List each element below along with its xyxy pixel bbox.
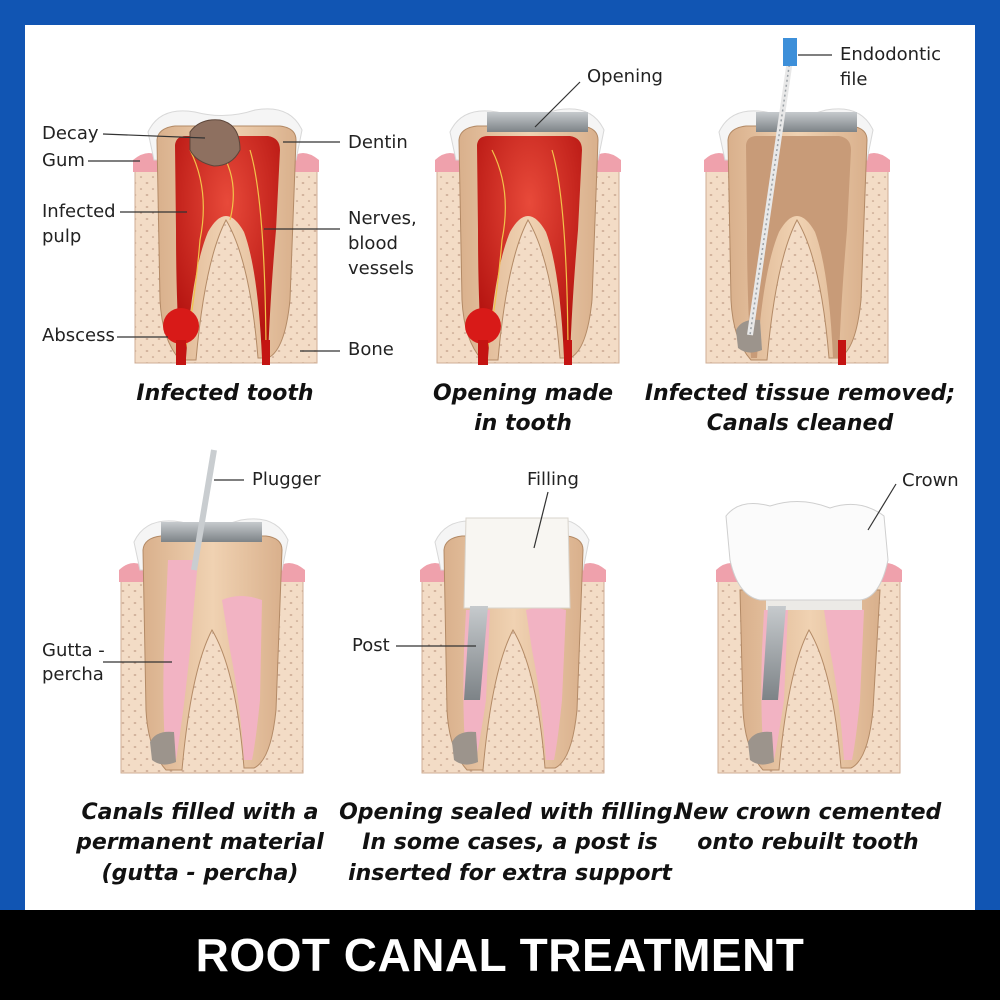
decay bbox=[189, 119, 241, 167]
caption-panel-2-line-2: in tooth bbox=[474, 411, 572, 436]
label-bone: Bone bbox=[348, 339, 394, 360]
caption-panel-5-line-1: Opening sealed with filling. bbox=[339, 800, 681, 825]
label-gutta-percha-2: percha bbox=[42, 664, 104, 685]
panel-canals-filled: Plugger Gutta - percha Canals filled wit… bbox=[42, 449, 324, 886]
label-decay: Decay bbox=[42, 123, 99, 144]
caption-panel-3-line-2: Canals cleaned bbox=[707, 411, 894, 436]
label-nerves-3: vessels bbox=[348, 258, 414, 279]
abscess bbox=[163, 308, 199, 344]
caption-panel-4-line-3: (gutta - percha) bbox=[102, 861, 299, 886]
caption-panel-1-line-1: Infected tooth bbox=[136, 381, 313, 406]
root-canal-diagram: Decay Gum Infected pulp Abscess Dentin N… bbox=[42, 38, 959, 886]
plugger bbox=[191, 449, 217, 571]
panel-infected-tooth: Decay Gum Infected pulp Abscess Dentin N… bbox=[42, 108, 417, 406]
label-endodontic-file-2: file bbox=[840, 69, 867, 90]
caption-panel-3-line-1: Infected tissue removed; bbox=[645, 381, 955, 406]
caption-panel-6-line-1: New crown cemented bbox=[675, 800, 942, 825]
label-gutta-percha-1: Gutta - bbox=[42, 640, 105, 661]
label-infected-pulp-2: pulp bbox=[42, 226, 81, 247]
infected-pulp bbox=[175, 136, 280, 358]
label-opening: Opening bbox=[587, 66, 663, 87]
file-handle bbox=[783, 38, 797, 66]
label-post: Post bbox=[352, 635, 390, 656]
post bbox=[464, 606, 488, 700]
label-plugger: Plugger bbox=[252, 469, 321, 490]
label-dentin: Dentin bbox=[348, 132, 408, 153]
crown bbox=[725, 501, 889, 601]
panel-filling-post: Filling Post Opening sealed with filling… bbox=[339, 469, 681, 886]
filling bbox=[463, 517, 571, 609]
caption-panel-4-line-1: Canals filled with a bbox=[81, 800, 318, 825]
gutta-percha-right bbox=[222, 596, 262, 760]
panel-opening-made: Opening Opening made in tooth bbox=[433, 66, 663, 436]
opening bbox=[487, 112, 588, 132]
panel-crown: Crown New crown cemented onto rebuilt to… bbox=[675, 470, 959, 855]
caption-panel-2-line-1: Opening made bbox=[433, 381, 613, 406]
label-gum: Gum bbox=[42, 150, 85, 171]
caption-panel-5-line-3: inserted for extra support bbox=[348, 861, 673, 886]
caption-panel-6-line-2: onto rebuilt tooth bbox=[697, 830, 918, 855]
caption-panel-5-line-2: In some cases, a post is bbox=[362, 830, 658, 855]
label-filling: Filling bbox=[527, 469, 579, 490]
label-endodontic-file-1: Endodontic bbox=[840, 44, 941, 65]
label-infected-pulp-1: Infected bbox=[42, 201, 116, 222]
title-banner: ROOT CANAL TREATMENT bbox=[0, 910, 1000, 1000]
panel-canals-cleaned: Endodontic file Infected tissue removed;… bbox=[645, 38, 955, 436]
caption-panel-4-line-2: permanent material bbox=[75, 830, 324, 855]
label-nerves-2: blood bbox=[348, 233, 398, 254]
gutta-percha-left bbox=[163, 560, 198, 760]
label-abscess: Abscess bbox=[42, 325, 115, 346]
label-crown: Crown bbox=[902, 470, 959, 491]
page-title: ROOT CANAL TREATMENT bbox=[195, 929, 805, 981]
label-nerves-1: Nerves, bbox=[348, 208, 417, 229]
